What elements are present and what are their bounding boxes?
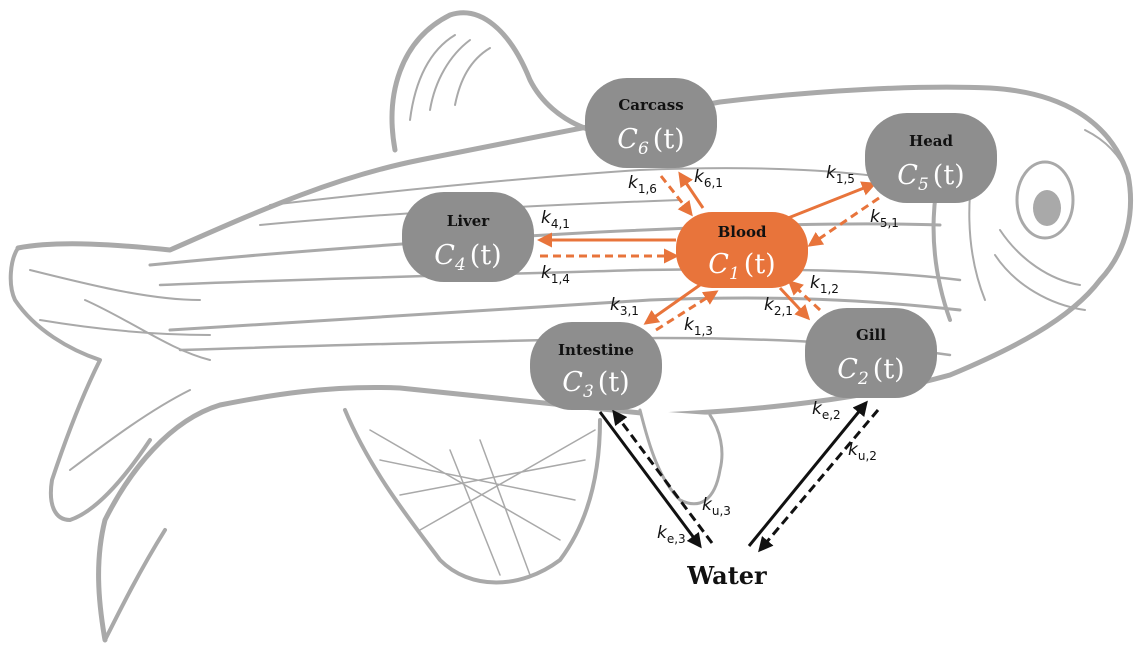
compartment-liver: Liver C4(t): [402, 192, 534, 282]
compartment-title: Carcass: [618, 96, 683, 114]
compartment-carcass: Carcass C6(t): [585, 78, 717, 168]
compartment-head: Head C5(t): [865, 113, 997, 203]
svg-text:C3(t): C3(t): [562, 367, 629, 402]
svg-text:C5(t): C5(t): [897, 160, 964, 195]
rate-label-k31: k3,1: [610, 295, 639, 318]
compartment-gill: Gill C2(t): [805, 308, 937, 398]
svg-text:C6(t): C6(t): [617, 124, 684, 159]
compartment-intestine: Intestine C3(t): [530, 322, 662, 410]
arrow-ke2: [747, 400, 868, 547]
blood-exchange-arrows: [537, 171, 880, 332]
water-exchange-arrows: [598, 400, 880, 553]
rate-label-k15: k1,5: [826, 163, 855, 186]
rate-label-k61: k6,1: [694, 167, 723, 190]
rate-label-k41: k4,1: [541, 208, 570, 231]
arrow-k12: [787, 279, 822, 312]
rate-label-k16: k1,6: [628, 173, 657, 196]
rate-label-ku3: ku,3: [702, 495, 731, 518]
rate-label-k14: k1,4: [541, 263, 570, 286]
arrow-k16: [659, 175, 693, 217]
compartment-blood: Blood C1(t): [676, 212, 808, 288]
arrow-k13: [655, 290, 719, 332]
rate-label-k21: k2,1: [764, 295, 793, 318]
compartment-title: Gill: [856, 326, 886, 344]
svg-text:C1(t): C1(t): [708, 249, 775, 284]
svg-text:C4(t): C4(t): [434, 240, 501, 275]
arrow-k31: [643, 283, 701, 325]
rate-label-ke3: ke,3: [657, 523, 686, 546]
arrow-k61: [678, 171, 705, 209]
rate-label-k12: k1,2: [810, 273, 839, 296]
arrow-k21: [778, 286, 811, 321]
compartment-title: Blood: [718, 223, 767, 241]
rate-label-k51: k5,1: [870, 207, 899, 230]
arrow-ku2: [758, 409, 880, 553]
arrow-ke3: [598, 411, 702, 549]
svg-text:C2(t): C2(t): [837, 354, 904, 389]
rate-label-k13: k1,3: [684, 315, 713, 338]
arrow-k15: [777, 181, 877, 224]
rate-label-ku2: ku,2: [848, 440, 877, 463]
compartment-title: Liver: [447, 212, 491, 230]
rate-label-ke2: ke,2: [812, 399, 841, 422]
compartment-title: Head: [909, 132, 953, 150]
compartment-title: Intestine: [558, 341, 634, 359]
rate-labels: k1,6 k6,1 k1,5 k5,1 k4,1 k1,4 k3,1 k1,3 …: [541, 163, 899, 546]
water-label: Water: [686, 561, 767, 590]
arrow-k51: [807, 196, 880, 247]
